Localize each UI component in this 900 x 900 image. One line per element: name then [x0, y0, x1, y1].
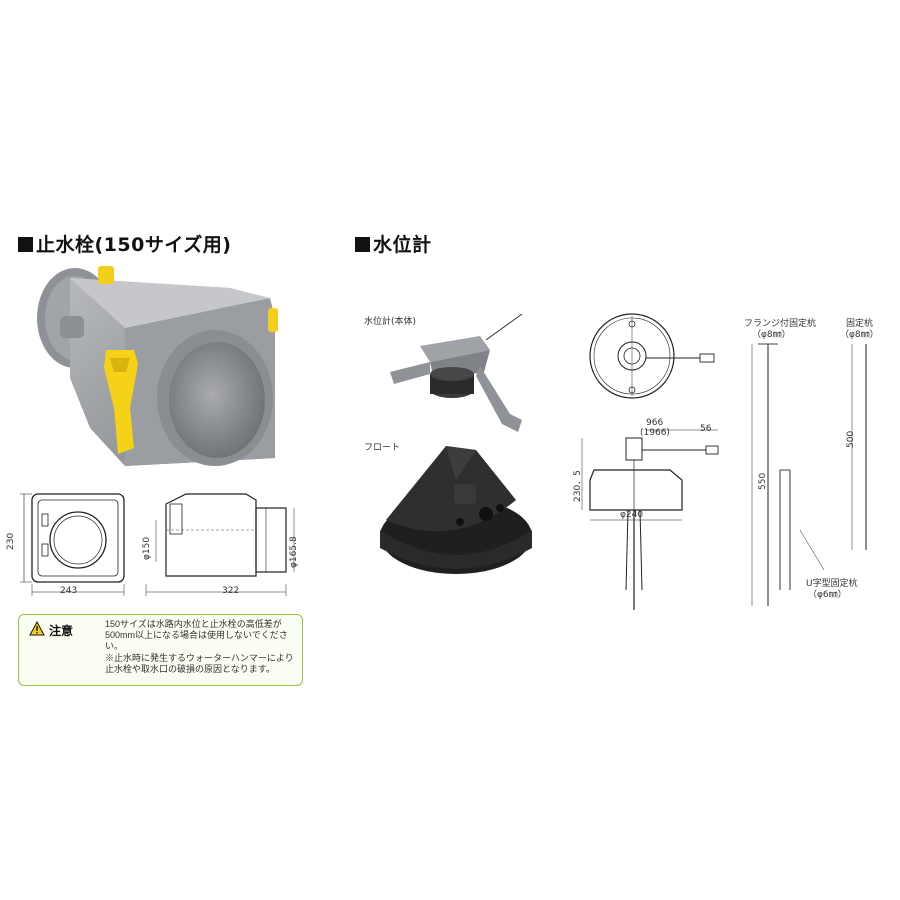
dim-gauge-height-label: 230．5	[573, 470, 583, 502]
stop-valve-side-drawing	[145, 493, 295, 596]
dim-length-label: 322	[222, 586, 240, 596]
caution-line-1: 150サイズは水路内水位と止水栓の高低差が500mm以上になる場合は使用しないで…	[105, 619, 288, 652]
dim-gauge-dia-label: φ240	[620, 510, 644, 520]
dim-width-label: 243	[60, 586, 78, 596]
dim-height-label: 230	[6, 532, 16, 550]
dim-cable-label: 966	[646, 418, 664, 428]
float-label: フロート	[364, 443, 401, 453]
caution-text: 150サイズは水路内水位と止水栓の高低差が500mm以上になる場合は使用しないで…	[105, 619, 297, 675]
float-photo	[380, 446, 532, 574]
stakes-drawing	[751, 343, 867, 606]
u-stake-dia: （φ6㎜）	[808, 590, 847, 600]
section-heading-water-level-gauge: 水位計	[355, 230, 432, 257]
gauge-body-photo	[390, 313, 523, 432]
fixed-stake-label: 固定杭	[846, 319, 874, 329]
dim-inner-dia-label: φ150	[142, 536, 152, 560]
warning-icon	[29, 620, 45, 636]
dim-outer-dia-label: φ165.8	[289, 536, 299, 568]
dim-tip-label: 56	[700, 424, 712, 434]
caution-label: 注意	[49, 624, 74, 638]
caution-note: 注意 150サイズは水路内水位と止水栓の高低差が500mm以上になる場合は使用し…	[18, 614, 303, 686]
dim-cable-alt-label: (1966)	[640, 428, 670, 438]
flange-stake-label: フランジ付固定杭	[744, 319, 817, 329]
stop-valve-photo	[37, 266, 278, 466]
dim-stake-550: 550	[758, 472, 768, 490]
heading-square-icon	[18, 237, 33, 252]
u-stake-label: U字型固定杭	[806, 579, 858, 589]
dim-stake-500: 500	[846, 430, 856, 448]
section-heading-stop-valve: 止水栓(150サイズ用)	[18, 230, 231, 257]
caution-line-2: ※止水時に発生するウォーターハンマーにより止水栓や取水口の破損の原因となります。	[105, 652, 294, 674]
heading-square-icon	[355, 237, 370, 252]
gauge-dimension-drawing	[581, 313, 719, 610]
gauge-body-label: 水位計(本体)	[364, 317, 417, 327]
flange-stake-dia: （φ8㎜）	[752, 330, 791, 340]
stop-valve-front-drawing	[20, 493, 125, 596]
fixed-stake-dia: （φ8㎜）	[840, 330, 879, 340]
